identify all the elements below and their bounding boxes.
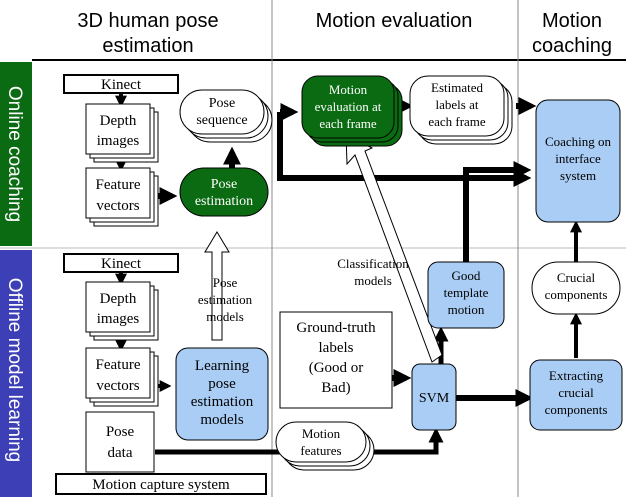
crucial-label-2: components	[545, 287, 608, 302]
offline-depth-label-2: images	[97, 311, 140, 327]
band-online	[0, 62, 32, 246]
header-pose-line1: 3D human pose	[77, 10, 218, 32]
crucial-box	[531, 261, 621, 315]
good-template-label-2: template	[444, 285, 489, 300]
ground-truth-label-4: Bad)	[321, 380, 350, 396]
pose-models-label-1: Pose	[213, 275, 238, 290]
header-pose-line2: estimation	[102, 35, 193, 57]
ground-truth-label-3: (Good or	[309, 360, 364, 376]
pose-data-box	[85, 411, 155, 473]
pose-models-label-2: estimation	[198, 292, 253, 307]
est-labels-label-2: labels at	[436, 97, 479, 112]
motion-features-label-2: features	[300, 443, 341, 458]
header-coaching-line2: coaching	[532, 35, 612, 57]
extracting-label-2: crucial	[558, 385, 594, 400]
offline-feature-label-1: Feature	[96, 357, 141, 373]
online-depth-stack	[85, 103, 159, 163]
pose-estimation-label-1: Pose	[211, 177, 237, 192]
offline-depth-stack	[85, 281, 159, 341]
learning-label-3: estimation	[191, 394, 254, 410]
motion-eval-label-1: Motion	[329, 82, 368, 97]
est-labels-label-1: Estimated	[431, 80, 483, 95]
pose-sequence-stack	[179, 89, 273, 143]
offline-feature-label-2: vectors	[96, 378, 139, 394]
classification-label-1: Classification	[337, 256, 409, 271]
svm-label: SVM	[419, 391, 450, 406]
learning-label-2: pose	[208, 376, 236, 392]
pose-estimation-box	[179, 167, 269, 217]
offline-feature-stack	[85, 347, 159, 407]
extracting-box	[529, 359, 623, 431]
ground-truth-label-2: labels	[319, 340, 354, 356]
offline-kinect-label: Kinect	[101, 256, 142, 272]
online-feature-label-1: Feature	[96, 177, 141, 193]
good-template-box	[427, 261, 505, 329]
online-feature-stack	[85, 167, 159, 227]
pose-models-arrow	[204, 231, 230, 341]
good-template-label-1: Good	[452, 268, 481, 283]
learning-label-4: models	[200, 412, 243, 428]
motion-features-stack	[275, 421, 375, 471]
coaching-system-label-3: system	[560, 168, 596, 183]
coaching-system-box	[535, 99, 621, 223]
online-depth-label-2: images	[97, 133, 140, 149]
pose-data-label-2: data	[108, 445, 133, 461]
row-label-online: Online coaching	[4, 86, 25, 222]
pose-models-label-3: models	[206, 309, 244, 324]
online-feature-label-2: vectors	[96, 198, 139, 214]
svm-box	[411, 363, 457, 431]
pose-data-label-1: Pose	[106, 424, 135, 440]
band-offline	[0, 250, 32, 497]
header-evaluation: Motion evaluation	[316, 10, 473, 32]
pose-sequence-label-2: sequence	[196, 113, 247, 128]
coaching-system-label-2: interface	[555, 151, 601, 166]
mocap-label: Motion capture system	[92, 477, 230, 493]
offline-depth-label-1: Depth	[100, 291, 137, 307]
motion-eval-label-3: each frame	[319, 116, 377, 131]
est-labels-stack	[409, 75, 513, 145]
learning-box	[175, 347, 269, 441]
extracting-label-1: Extracting	[549, 368, 604, 383]
row-label-offline: Offline model learning	[4, 278, 25, 462]
ground-truth-label-1: Ground-truth	[296, 320, 376, 336]
online-depth-label-1: Depth	[100, 113, 137, 129]
learning-label-1: Learning	[195, 358, 250, 374]
good-template-label-3: motion	[448, 302, 485, 317]
motion-eval-label-2: evaluation at	[315, 99, 382, 114]
pose-sequence-label-1: Pose	[209, 96, 235, 111]
online-kinect-label: Kinect	[101, 77, 142, 93]
est-labels-label-3: each frame	[428, 114, 486, 129]
motion-eval-stack	[301, 75, 403, 147]
mocap-box	[55, 473, 267, 495]
online-kinect-box	[63, 74, 179, 94]
pose-estimation-label-2: estimation	[195, 194, 253, 209]
motion-features-label-1: Motion	[302, 426, 341, 441]
ground-truth-box	[279, 311, 393, 409]
coaching-system-label-1: Coaching on	[545, 134, 612, 149]
classification-label-2: models	[354, 273, 392, 288]
offline-kinect-box	[63, 253, 179, 273]
crucial-label-1: Crucial	[557, 270, 596, 285]
extracting-label-3: components	[545, 402, 608, 417]
header-coaching-line1: Motion	[542, 10, 602, 32]
